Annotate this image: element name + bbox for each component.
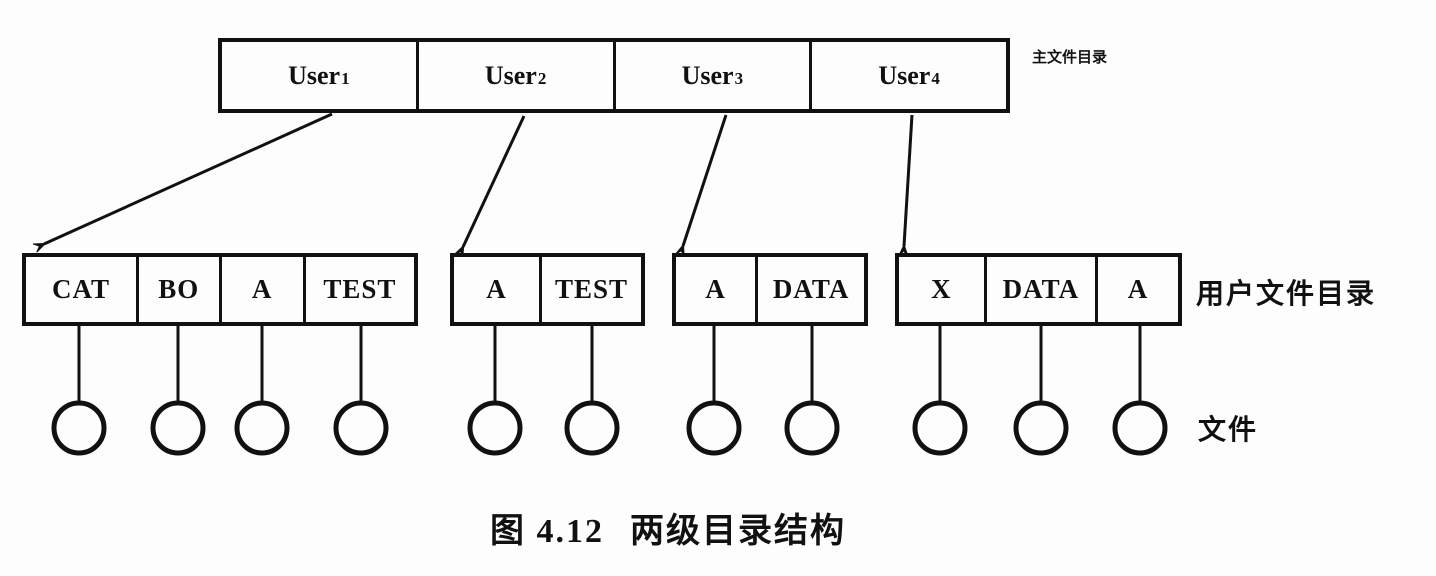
master-directory-label: 主文件目录 bbox=[1032, 49, 1108, 66]
figure-caption-number: 图 4.12 bbox=[490, 513, 604, 550]
file-circle bbox=[150, 400, 206, 456]
file-circle bbox=[1112, 400, 1168, 456]
dir2-cell-a: A bbox=[486, 274, 507, 304]
dir1-cell-cat: CAT bbox=[52, 274, 111, 304]
dir3-cell-data: DATA bbox=[755, 257, 864, 322]
file-circle bbox=[912, 400, 968, 456]
user-directory-box-4: X DATA A bbox=[895, 253, 1182, 326]
figure-caption: 图 4.12 两级目录结构 bbox=[0, 503, 1386, 552]
file-circle bbox=[564, 400, 620, 456]
dir2-cell-test: TEST bbox=[538, 257, 641, 322]
arrow-user1-to-dir1 bbox=[32, 112, 333, 253]
file-circle bbox=[686, 400, 742, 456]
dir1-cell-a: A bbox=[218, 257, 303, 322]
dir3-cell-a: A bbox=[705, 274, 726, 304]
files-label: 文件 bbox=[1198, 415, 1259, 446]
dir4-cell-a: A bbox=[1095, 257, 1178, 322]
arrow-user3-to-dir3 bbox=[675, 114, 728, 258]
arrows-group bbox=[32, 112, 914, 259]
dir1-cell-test: TEST bbox=[302, 257, 414, 322]
figure-caption-title: 两级目录结构 bbox=[630, 513, 846, 550]
master-cell-label: User bbox=[288, 60, 341, 90]
user-directory-box-1: CAT BO A TEST bbox=[22, 253, 418, 326]
arrow-user4-to-dir4 bbox=[898, 114, 914, 257]
master-cell-label: User bbox=[681, 60, 734, 90]
file-circle bbox=[1013, 400, 1069, 456]
user-directory-label: 用户文件目录 bbox=[1196, 279, 1377, 310]
file-circle bbox=[467, 400, 523, 456]
user-directory-box-2: A TEST bbox=[450, 253, 645, 326]
file-circles-group bbox=[51, 400, 1168, 456]
file-stems-group bbox=[77, 326, 1142, 402]
master-cell-label: User bbox=[484, 60, 537, 90]
file-circle bbox=[51, 400, 107, 456]
dir4-cell-x: X bbox=[931, 274, 952, 304]
dir4-cell-data: DATA bbox=[983, 257, 1095, 322]
dir1-cell-bo: BO bbox=[136, 257, 218, 322]
file-circle bbox=[333, 400, 389, 456]
file-circle bbox=[784, 400, 840, 456]
file-circle bbox=[234, 400, 290, 456]
arrow-user2-to-dir2 bbox=[454, 115, 526, 259]
user-directory-box-3: A DATA bbox=[672, 253, 868, 326]
master-cell-label: User bbox=[878, 60, 931, 90]
